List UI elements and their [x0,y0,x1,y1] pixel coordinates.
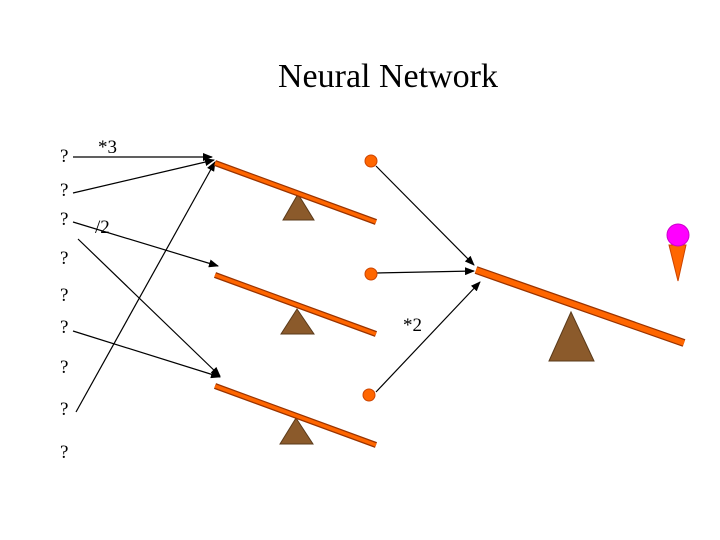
output-seesaw [474,266,686,362]
fulcrum [548,310,595,362]
input-label-5: ? [60,285,68,306]
ball-icon [666,223,690,247]
beam [214,273,377,336]
input-label-7: ? [60,357,68,378]
hidden-node-3 [362,388,376,402]
slide-title: Neural Network [278,58,498,95]
weight-annotation-times-2: *2 [403,315,422,336]
beam [214,384,377,447]
input-label-9: ? [60,442,68,463]
hidden-node-2 [364,267,378,281]
beam [475,267,685,346]
hidden-node-1 [364,154,378,168]
input-label-1: ? [60,146,68,167]
weight-annotation-divide-2: /2 [95,217,110,238]
input-label-6: ? [60,317,68,338]
fulcrum [282,193,315,221]
weight-annotation-times-3: *3 [98,137,117,158]
cone-icon [668,244,687,282]
connection-arrow [77,238,221,377]
hidden-seesaw-1 [213,160,378,225]
input-label-2: ? [60,180,68,201]
connection-arrow [72,330,221,379]
connection-arrow [375,267,475,276]
fulcrum [280,308,315,335]
hidden-seesaw-2 [213,272,378,337]
connection-arrow [75,161,216,413]
connection-arrow [72,158,215,194]
input-label-3: ? [60,209,68,230]
connection-arrow [72,221,219,268]
connection-arrow [375,165,475,266]
input-label-8: ? [60,399,68,420]
input-label-4: ? [60,248,68,269]
connection-arrow [375,281,481,393]
hidden-seesaw-3 [213,383,378,448]
fulcrum [279,417,314,445]
beam [214,161,377,224]
